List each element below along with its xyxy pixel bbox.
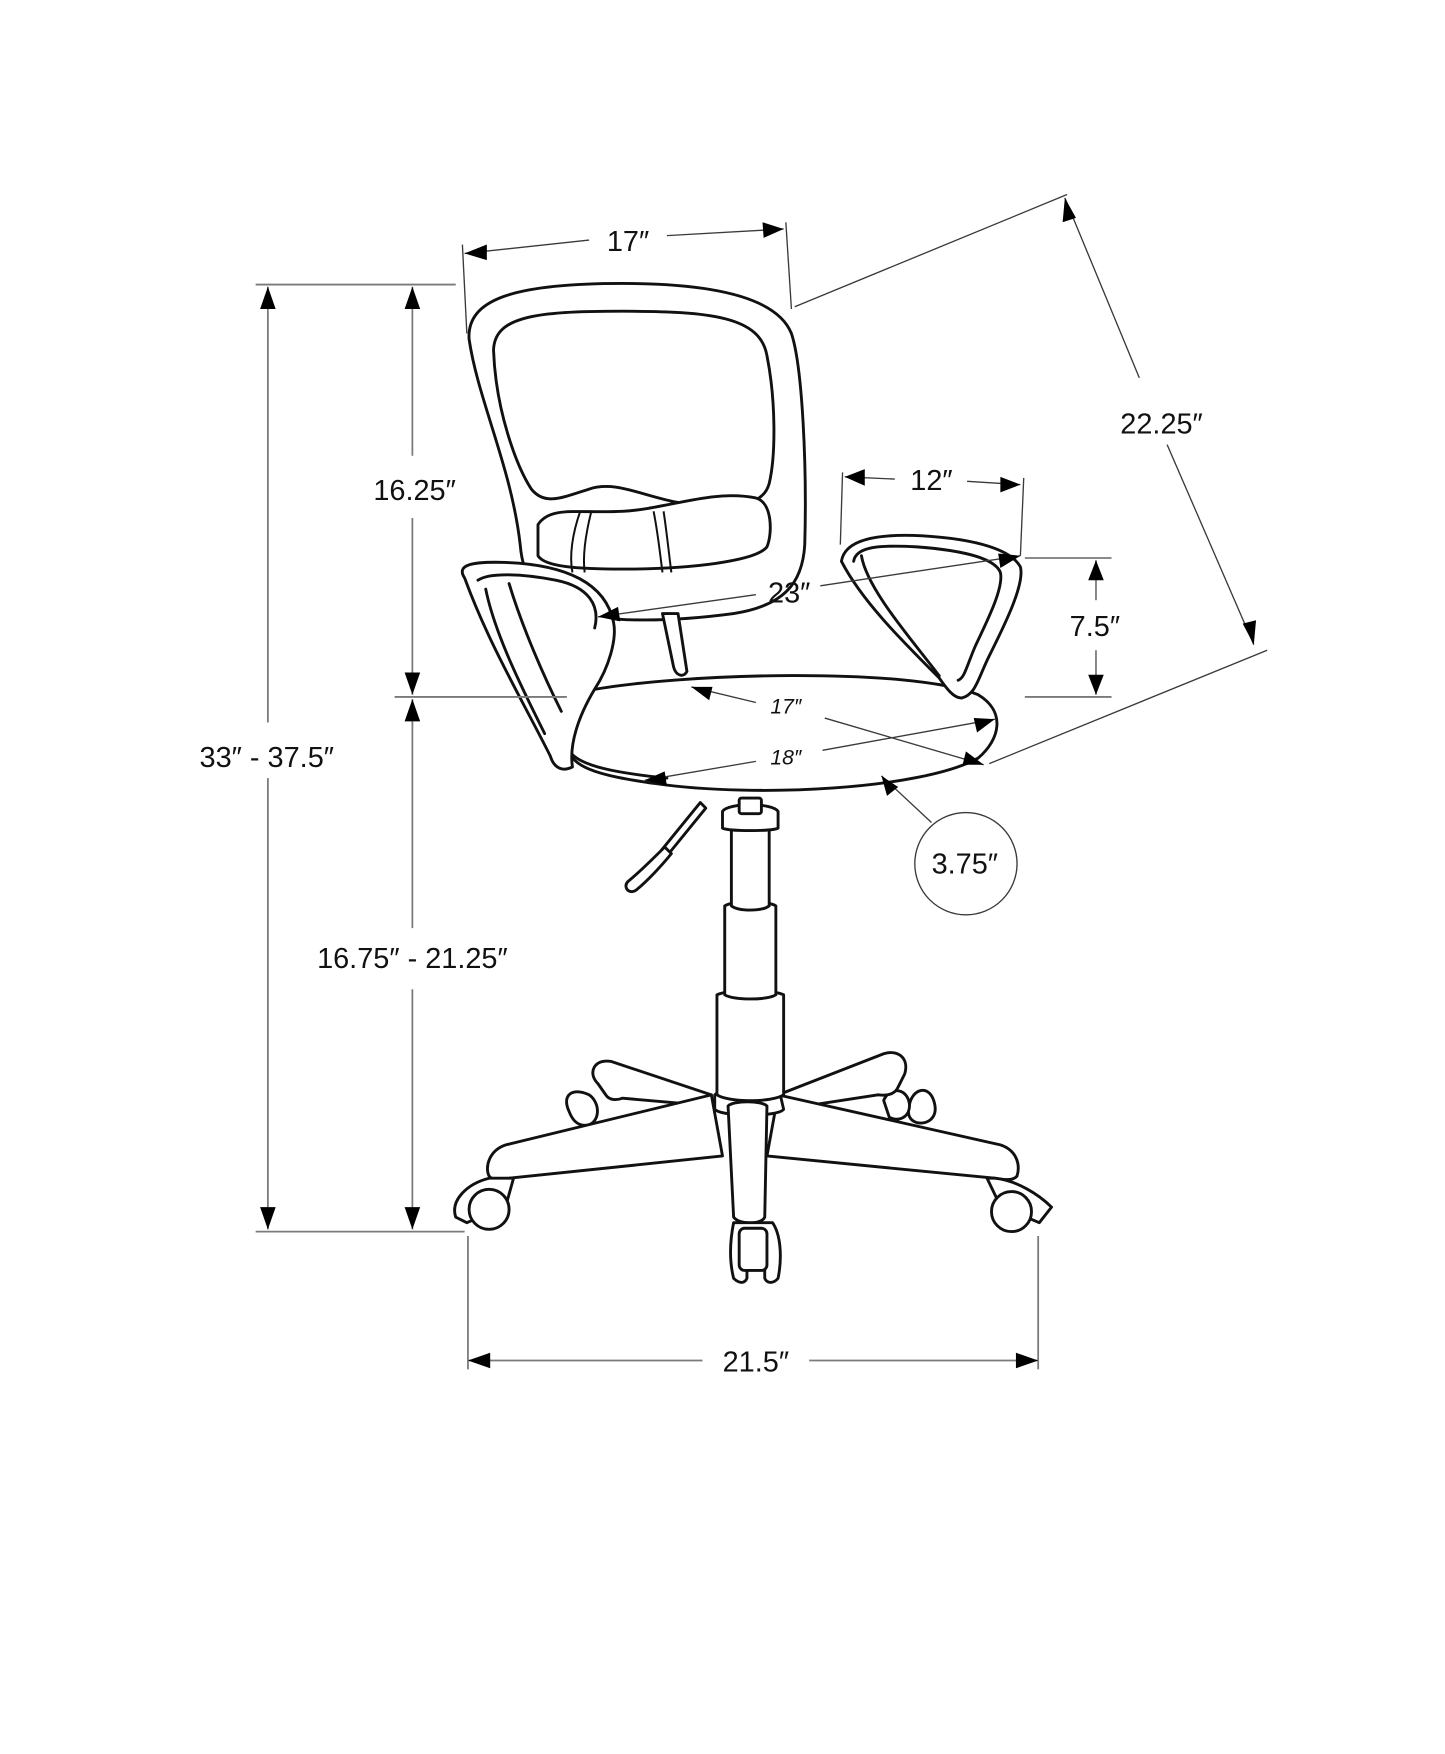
label-base-width: 21.5″: [723, 1347, 789, 1379]
label-overall-height: 33″ - 37.5″: [200, 742, 334, 774]
front-casters: [453, 1176, 1053, 1284]
label-backrest-height: 16.25″: [373, 475, 455, 507]
label-seat-width: 18″: [770, 747, 802, 770]
rear-casters: [565, 1089, 937, 1127]
label-seat-depth: 17″: [770, 696, 802, 719]
seat-thickness-callout-circle: [914, 811, 1018, 916]
label-seat-height: 16.75″ - 21.25″: [317, 943, 508, 975]
gas-cylinder: [715, 796, 786, 1103]
chair-illustration: [453, 281, 1053, 1284]
left-armrest: [460, 560, 616, 771]
label-armrest-height: 7.5″: [1070, 611, 1120, 643]
seat: [566, 674, 999, 792]
label-seat-thickness: 3.75″: [932, 849, 998, 881]
dimension-lines: [255, 193, 1268, 1370]
dimension-labels: 17″ 22.25″ 12″ 16.25″ 23″ 7.5″ 17″ 18″ 3…: [200, 226, 1203, 1378]
height-lever: [624, 801, 708, 894]
label-backrest-width: 17″: [607, 226, 649, 258]
backrest: [467, 281, 807, 677]
label-armrest-length: 12″: [910, 465, 952, 497]
label-depth-diagonal: 22.25″: [1120, 408, 1202, 440]
label-width-between-arms: 23″: [768, 577, 810, 609]
